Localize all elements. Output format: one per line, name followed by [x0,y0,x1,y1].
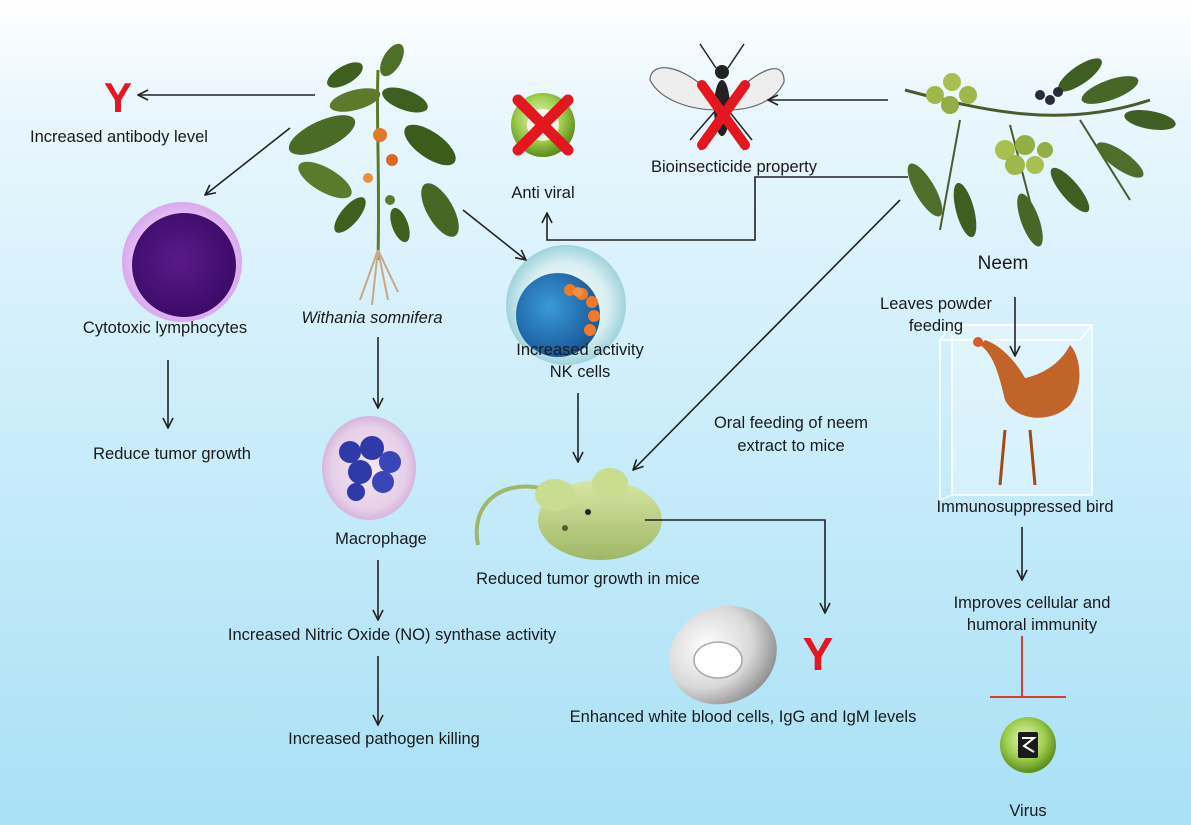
wbc-image [653,588,793,721]
insect-image [650,44,784,150]
mouse-image [477,468,662,560]
antibody-y-icon: Y [104,74,132,121]
label-improves-line1: Improves cellular and [954,592,1111,614]
label-enhanced-wbc: Enhanced white blood cells, IgG and IgM … [570,706,917,728]
label-withania: Withania somnifera [301,307,442,329]
label-virus: Virus [1009,800,1046,822]
label-nk-line2: NK cells [550,361,611,383]
label-reduce-tumor: Reduce tumor growth [93,443,251,465]
label-leaves-line1: Leaves powder [880,293,992,315]
label-neem: Neem [978,253,1029,275]
label-increased-antibody: Increased antibody level [30,126,208,148]
label-oral-line1: Oral feeding of neem [714,412,868,434]
label-nk-line1: Increased activity [516,339,643,361]
label-improves-line2: humoral immunity [967,614,1097,636]
antiviral-virus-icon [511,93,575,157]
macrophage-image [322,416,416,520]
label-bioinsecticide: Bioinsecticide property [651,156,817,178]
label-cytotoxic-lymphocytes: Cytotoxic lymphocytes [83,317,247,339]
inhibition-line [990,636,1066,697]
cytotoxic-lymphocyte-image [122,202,242,322]
label-anti-viral: Anti viral [511,182,574,204]
label-nitric-oxide: Increased Nitric Oxide (NO) synthase act… [228,624,556,646]
label-pathogen-killing: Increased pathogen killing [288,728,480,750]
antibody-y-icon-2: Y [803,628,834,680]
label-immunosuppressed-bird: Immunosuppressed bird [936,496,1113,518]
label-macrophage: Macrophage [335,528,427,550]
bird-image [940,325,1092,500]
label-reduced-tumor-mice: Reduced tumor growth in mice [476,568,700,590]
withania-plant-image [283,40,466,305]
label-oral-line2: extract to mice [737,435,844,457]
neem-branch-image [901,53,1177,250]
virus-icon [1000,717,1056,773]
label-leaves-line2: feeding [909,315,963,337]
